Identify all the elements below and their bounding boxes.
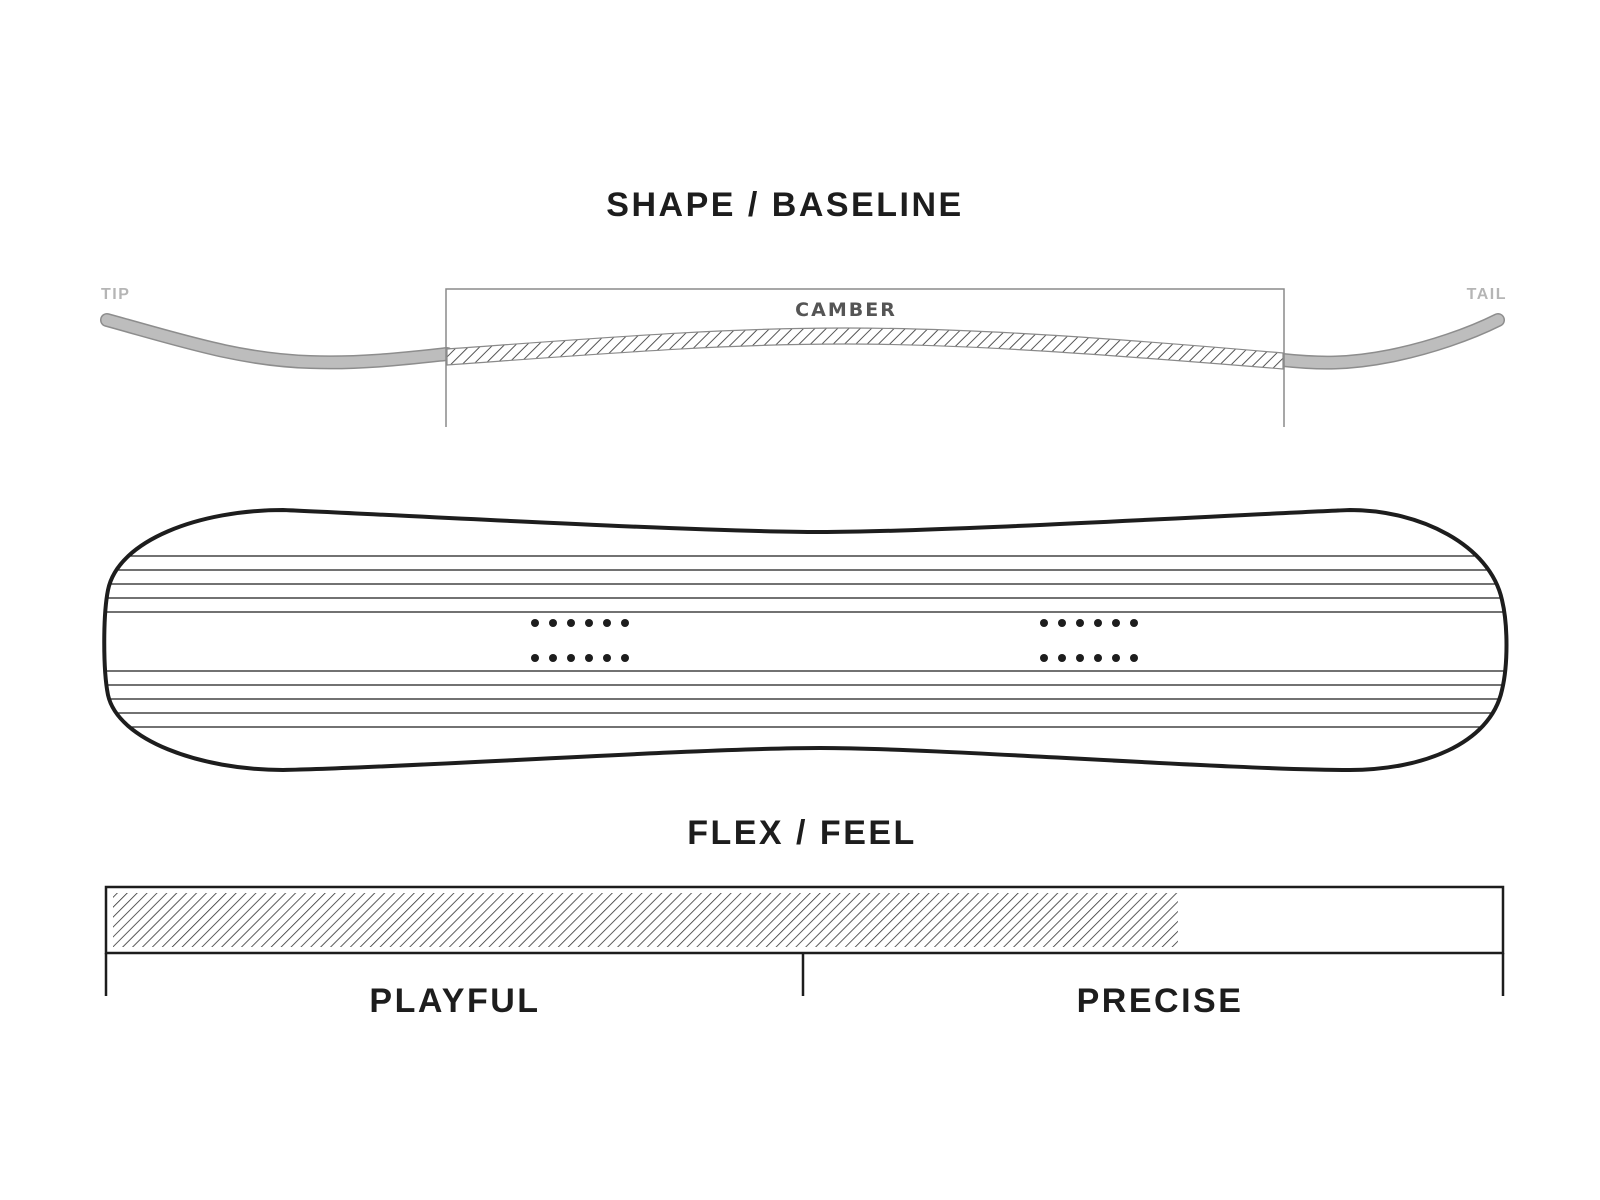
flex-feel-title: FLEX / FEEL [687,814,917,852]
flex-meter-fill [113,893,1178,947]
camber-label: CAMBER [795,299,897,321]
tip-label: TIP [101,286,130,303]
board-outline [102,507,1509,773]
tail-label: TAIL [1467,286,1507,303]
precise-label: PRECISE [1077,982,1244,1020]
profile-camber-section [446,327,1284,370]
playful-label: PLAYFUL [369,982,540,1020]
board-stripes [104,555,1507,728]
flex-scale-ticks [104,953,1505,996]
front-binding-inserts [531,619,629,662]
flex-meter [104,885,1505,996]
camber-bracket [445,288,1285,427]
rear-binding-inserts [1040,619,1138,662]
profile-tail-section-fill [1277,314,1504,369]
profile-view [100,288,1505,427]
board-top-view [102,507,1509,773]
shape-baseline-title: SHAPE / BASELINE [606,186,963,224]
profile-tip-section-fill [101,314,453,368]
